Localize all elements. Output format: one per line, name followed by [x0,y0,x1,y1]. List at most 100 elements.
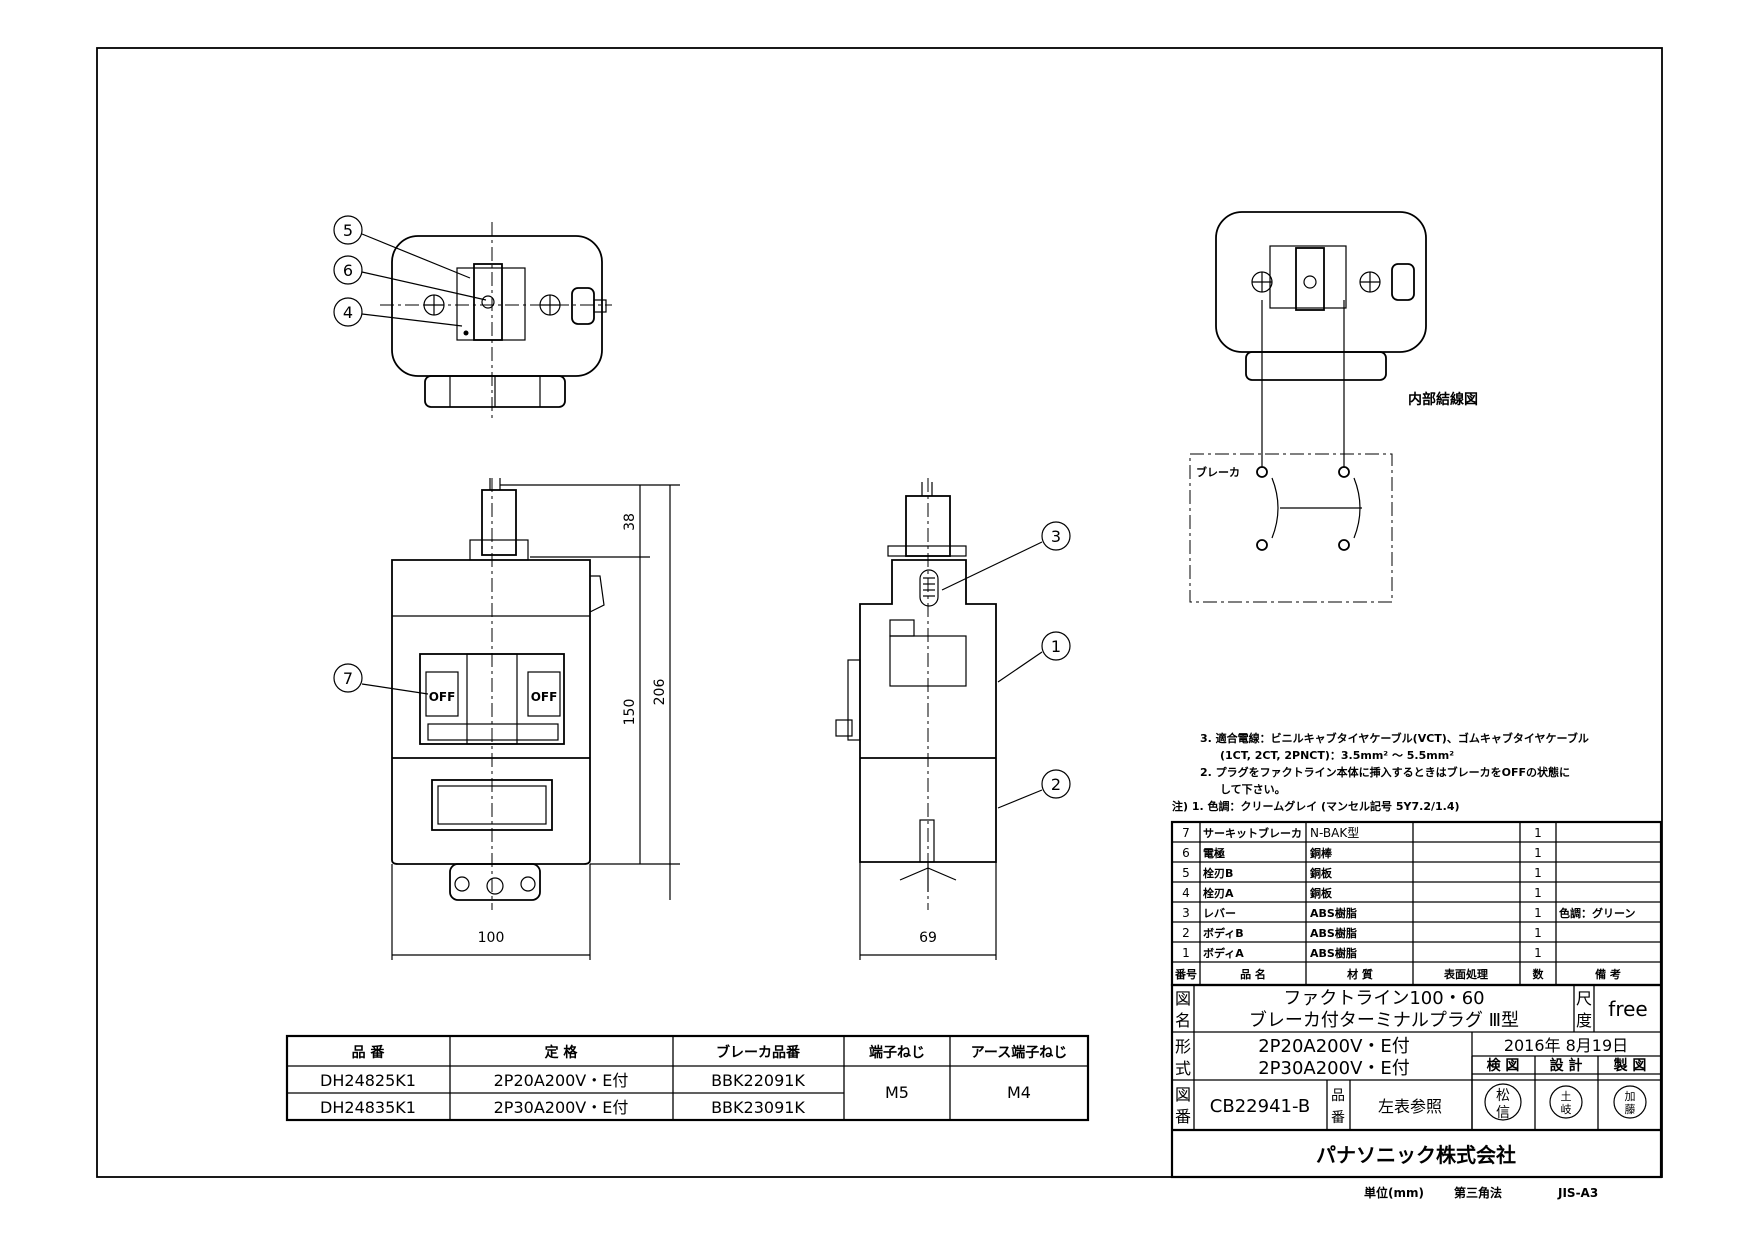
title-block: 図 名 ファクトライン100・60 ブレーカ付ターミナルプラグ Ⅲ型 尺 度 f… [1170,983,1663,1179]
part-reference: 左表参照 [1378,1097,1442,1116]
svg-text:アース端子ねじ: アース端子ねじ [971,1044,1067,1061]
callout-4: 4 [333,297,463,327]
type-line-2: 2P30A200V・E付 [1258,1058,1410,1079]
svg-text:表面処理: 表面処理 [1443,967,1488,981]
svg-text:レバー: レバー [1203,907,1236,920]
svg-text:BBK22091K: BBK22091K [711,1071,805,1090]
svg-text:1: 1 [1534,826,1542,840]
svg-text:品 番: 品 番 [352,1044,386,1061]
svg-text:端子ねじ: 端子ねじ [869,1044,925,1061]
wiring-diagram: ブレーカ [1189,453,1393,603]
callout-5: 5 [333,215,471,279]
svg-text:図: 図 [1175,1085,1191,1104]
company-name: パナソニック株式会社 [1316,1143,1516,1167]
svg-text:1: 1 [1534,846,1542,860]
note-2-line1: 2. プラグをファクトライン本体に挿入するときはブレーカをOFFの状態に [1200,765,1570,779]
parts-row: 6 電極 銅棒 1 [1182,846,1542,860]
svg-text:製 図: 製 図 [1613,1057,1647,1074]
svg-text:番: 番 [1331,1110,1345,1126]
svg-text:尺: 尺 [1576,989,1592,1008]
svg-text:4: 4 [1182,886,1190,900]
dim-150-label: 150 [622,699,638,726]
svg-text:検 図: 検 図 [1487,1057,1520,1074]
svg-text:6: 6 [343,261,353,280]
parts-row: 4 栓刃A 銅板 1 [1182,886,1542,900]
type-line-1: 2P20A200V・E付 [1258,1036,1410,1057]
note-3-line1: 3. 適合電線：ビニルキャブタイヤケーブル(VCT)、ゴムキャブタイヤケーブル [1200,731,1589,745]
svg-text:設 計: 設 計 [1550,1057,1583,1074]
svg-text:材 質: 材 質 [1347,967,1373,981]
svg-text:信: 信 [1496,1105,1510,1121]
note-3-line2: (1CT, 2CT, 2PNCT)：3.5mm² ～ 5.5mm² [1220,749,1454,762]
svg-text:1: 1 [1534,866,1542,880]
svg-text:1: 1 [1534,886,1542,900]
top-view-left [380,222,612,420]
svg-text:BBK23091K: BBK23091K [711,1098,805,1117]
svg-text:図: 図 [1175,989,1191,1008]
svg-text:1: 1 [1534,926,1542,940]
svg-text:ABS樹脂: ABS樹脂 [1310,946,1357,960]
svg-text:ABS樹脂: ABS樹脂 [1310,906,1357,920]
sheet-border [96,47,1663,1178]
parts-table: 7 サーキットブレーカ N-BAK型 1 6 電極 銅棒 1 5 栓刃B 銅板 … [1170,820,1663,987]
svg-text:定 格: 定 格 [545,1044,579,1061]
svg-text:電極: 電極 [1203,846,1225,860]
svg-text:2P20A200V・E付: 2P20A200V・E付 [494,1071,629,1090]
svg-text:DH24835K1: DH24835K1 [320,1098,416,1117]
svg-text:土: 土 [1561,1090,1572,1103]
unit-label: 単位(mm) [1364,1185,1424,1200]
svg-text:加: 加 [1625,1090,1636,1103]
projection-label: 第三角法 [1454,1185,1502,1200]
svg-text:7: 7 [343,669,353,688]
svg-text:1: 1 [1051,637,1061,656]
product-series-name: ファクトライン100・60 [1283,988,1484,1009]
svg-text:式: 式 [1175,1059,1191,1078]
paper-size-label: JIS-A3 [1557,1186,1598,1200]
front-view: OFF OFF [391,478,605,910]
svg-text:銅板: 銅板 [1310,886,1333,900]
svg-text:藤: 藤 [1625,1103,1636,1116]
svg-text:1: 1 [1182,946,1190,960]
svg-text:岐: 岐 [1561,1103,1572,1116]
svg-text:松: 松 [1496,1088,1510,1104]
top-view-right [1215,211,1427,472]
svg-text:栓刃A: 栓刃A [1203,886,1234,900]
svg-text:DH24825K1: DH24825K1 [320,1071,416,1090]
callout-1: 1 [997,631,1071,683]
callout-2: 2 [997,769,1071,809]
svg-text:ブレーカ品番: ブレーカ品番 [716,1044,801,1061]
svg-text:2: 2 [1051,775,1061,794]
dimensions-side: 69 [859,862,997,960]
parts-row: 3 レバー ABS樹脂 1 色調：グリーン [1182,906,1635,920]
svg-text:色調：グリーン: 色調：グリーン [1559,906,1635,920]
product-name: ブレーカ付ターミナルプラグ Ⅲ型 [1249,1009,1519,1031]
svg-text:銅棒: 銅棒 [1310,846,1333,860]
svg-text:番号: 番号 [1174,967,1197,981]
svg-text:栓刃B: 栓刃B [1203,866,1233,880]
approval-stamp-design: 土 岐 [1549,1085,1583,1119]
drawing-date: 2016年 8月19日 [1504,1036,1628,1055]
footer: 単位(mm) 第三角法 JIS-A3 [1364,1185,1598,1200]
svg-text:数: 数 [1533,967,1545,981]
approval-stamp-draw: 加 藤 [1613,1085,1647,1119]
svg-text:N-BAK型: N-BAK型 [1310,826,1359,840]
svg-text:品 名: 品 名 [1240,967,1266,981]
svg-text:ボディB: ボディB [1203,926,1244,940]
side-view [835,478,997,910]
dim-38-label: 38 [622,513,638,531]
svg-text:名: 名 [1175,1011,1191,1030]
breaker-label: ブレーカ [1196,465,1240,479]
svg-text:5: 5 [1182,866,1190,880]
product-table-header: 品 番 定 格 ブレーカ品番 端子ねじ アース端子ねじ [352,1044,1068,1061]
svg-text:4: 4 [343,303,353,322]
svg-text:7: 7 [1182,826,1190,840]
svg-text:形: 形 [1175,1037,1191,1056]
callout-3: 3 [941,521,1071,591]
product-table: 品 番 定 格 ブレーカ品番 端子ねじ アース端子ねじ DH24825K1 2P… [285,1034,1090,1122]
parts-row: 2 ボディB ABS樹脂 1 [1182,926,1542,940]
dim-69-label: 69 [919,930,937,946]
table-row: DH24835K1 2P30A200V・E付 BBK23091K [320,1098,805,1117]
off-label-left: OFF [429,690,456,704]
terminal-screw-value: M5 [885,1083,909,1102]
